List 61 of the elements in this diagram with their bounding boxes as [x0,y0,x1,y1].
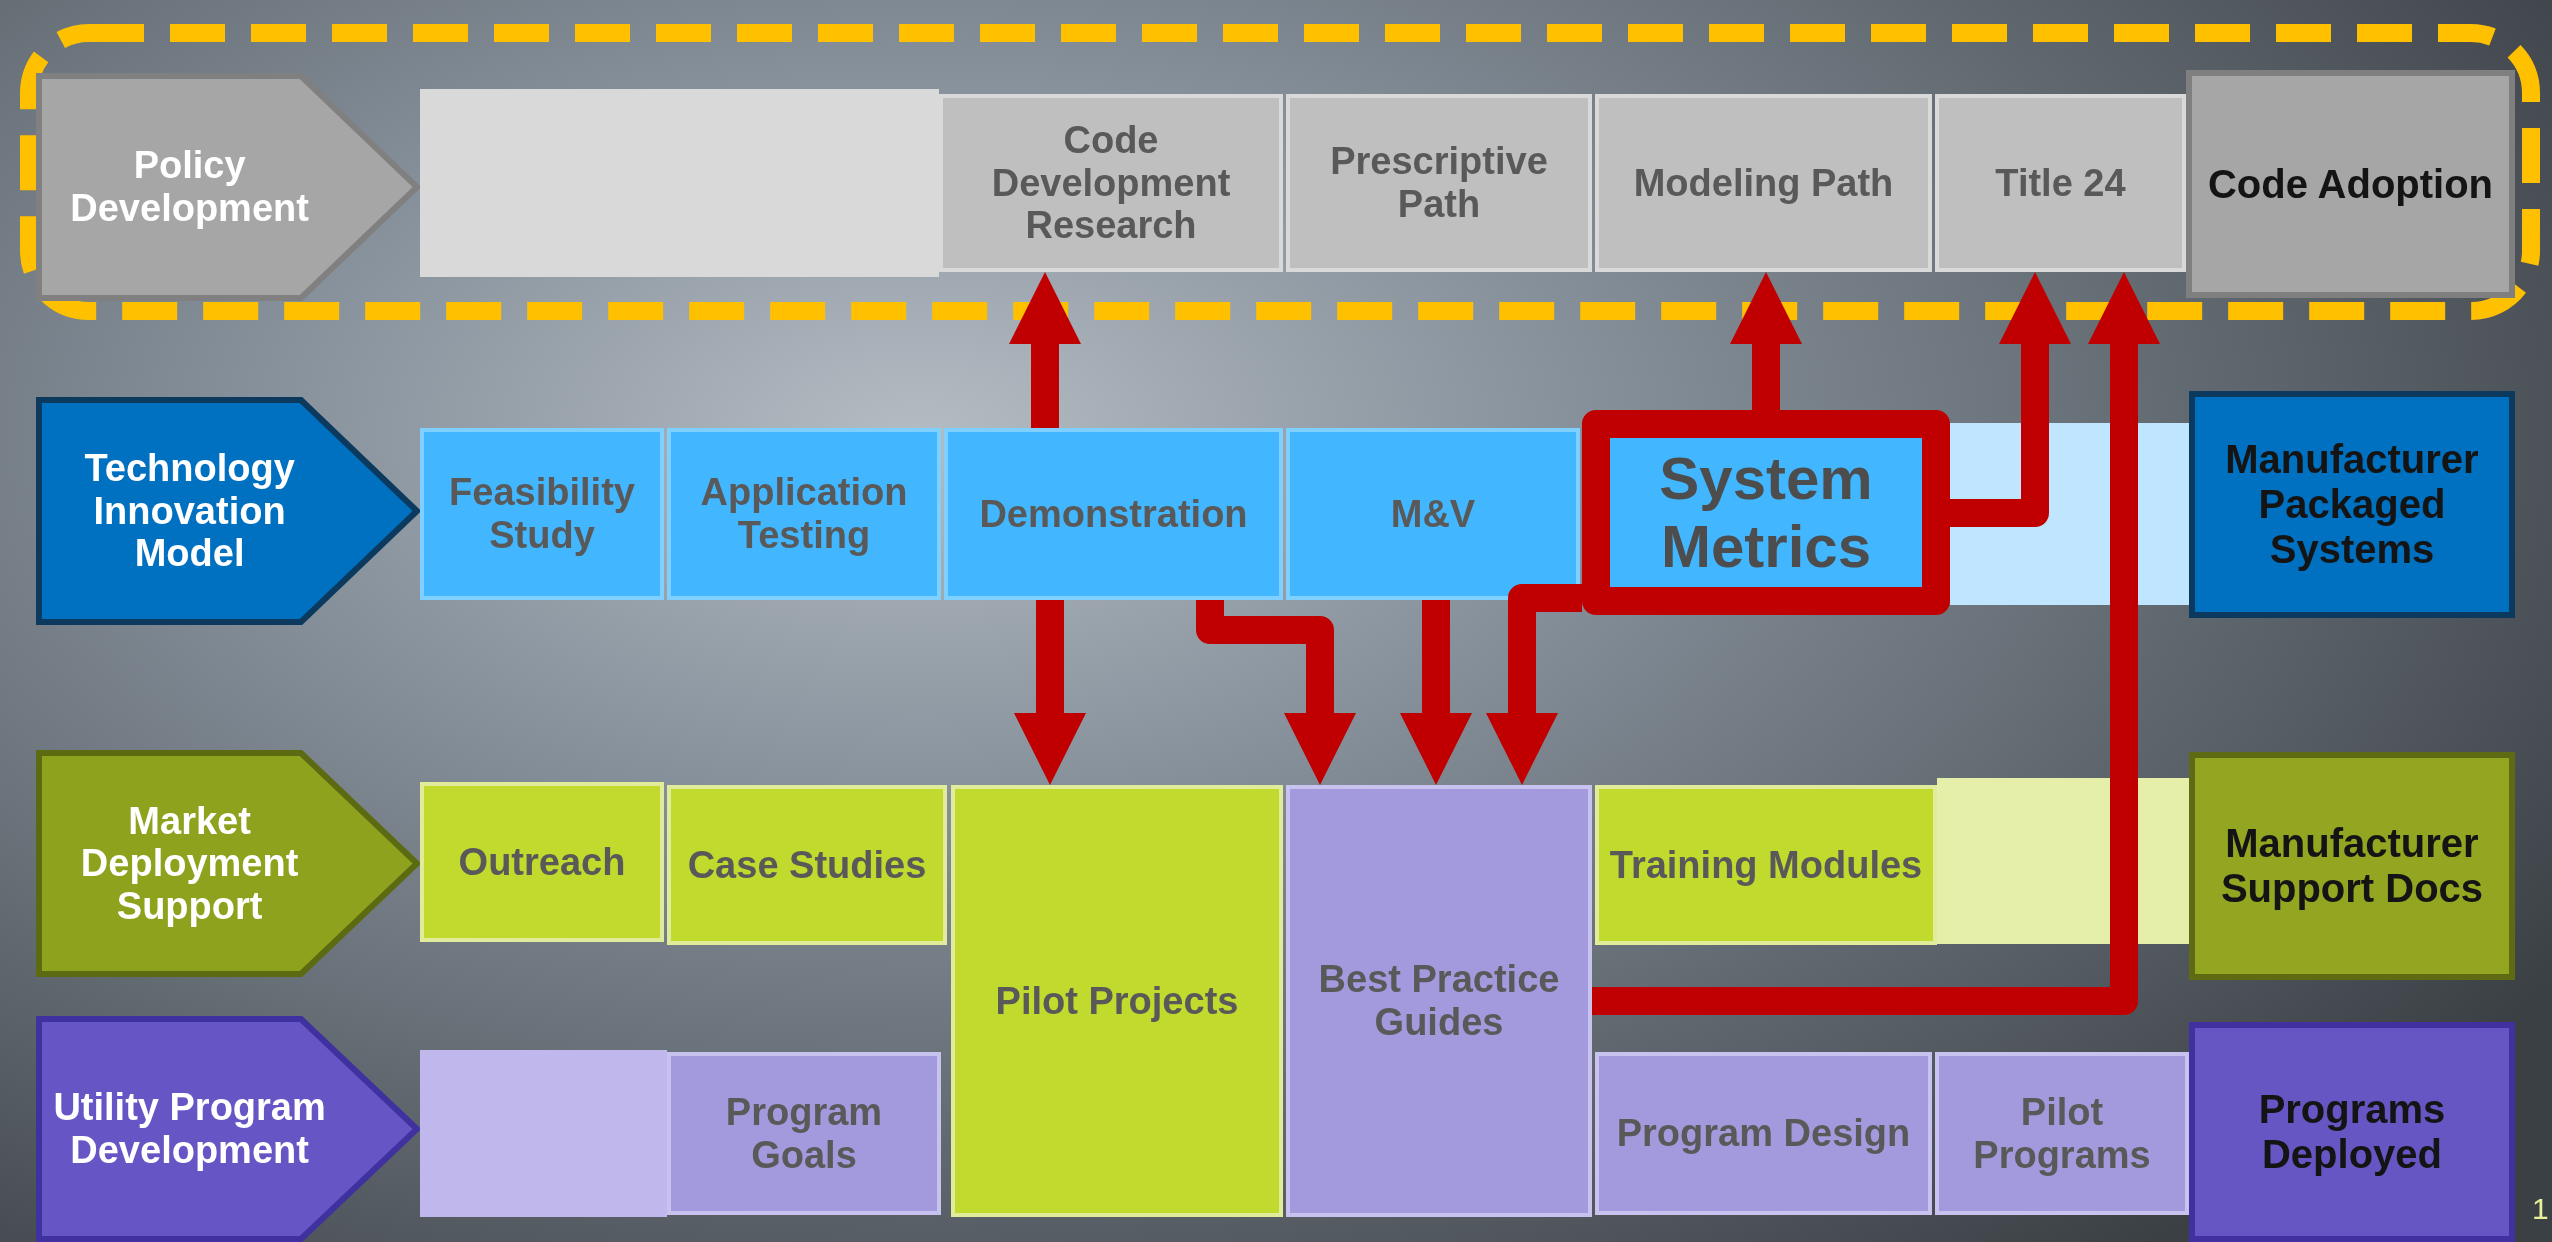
stage-label: Policy Development [69,144,310,230]
page-number: 1 [2532,1192,2549,1226]
stage-cell [1286,428,1580,600]
stage-cell [1286,785,1592,1217]
stage-label: Manufacturer Support Docs [2219,821,2485,911]
stage-cell [939,94,1283,272]
chevron-shape [36,1016,420,1242]
stage-cell [420,428,664,600]
arrow [1730,272,1802,410]
stage-cell [667,785,947,945]
stage-cell [667,428,941,600]
outcome-box [2189,752,2515,980]
stage-label: Demonstration [978,492,1249,536]
stage-label: Pilot Programs [1972,1090,2152,1177]
stage-cell [1286,94,1592,272]
stage-cell [667,1052,941,1215]
stage-cell [951,785,1283,1217]
stage-label: Best Practice Guides [1317,958,1561,1044]
arrow [1486,584,1582,785]
chevron-shape [36,73,420,301]
stage-cell [420,782,664,942]
outcome-box [2186,70,2515,298]
arrow [1196,600,1356,785]
stage-label: Feasibility Study [448,471,636,557]
arrow [1592,272,2160,1015]
stage-label: M&V [1389,492,1477,536]
chevron-shape [36,750,420,977]
empty-stage-cell [420,89,939,277]
stage-cell [1935,1052,2189,1215]
stage-label: Technology Innovation Model [83,447,296,575]
stage-label: Training Modules [1608,843,1924,887]
stage-label: Application Testing [699,471,909,557]
outcome-box [2189,391,2515,618]
arrow [1400,600,1472,785]
arrow [1009,272,1081,428]
chevron-shape [36,397,420,625]
arrow [1014,600,1086,785]
stage-label: Program Design [1615,1112,1912,1155]
stage-label: Manufacturer Packaged Systems [2224,437,2480,572]
stage-label: Case Studies [686,843,928,887]
stage-cell [1595,1052,1932,1215]
stage-label: Program Goals [724,1090,884,1177]
stage-label: Programs Deployed [2257,1087,2447,1177]
outcome-box [2189,1022,2515,1242]
dashed-group-outline [20,24,2540,320]
stage-label: System Metrics [1658,445,1874,580]
highlighted-cell [1582,410,1950,615]
stage-label: Prescriptive Path [1329,140,1549,226]
stage-cell [1595,94,1932,272]
stage-label: Outreach [457,840,627,884]
stage-label: Title 24 [1994,161,2127,205]
stage-cell [1595,785,1937,945]
stage-cell [944,428,1283,600]
stage-cell [1935,94,2186,272]
stage-label: Modeling Path [1632,161,1895,205]
stage-label: Code Adoption [2206,161,2495,207]
arrow [1950,272,2071,527]
stage-label: Utility Program Development [52,1086,327,1172]
stage-label: Code Development Research [990,119,1232,247]
stage-label: Pilot Projects [994,979,1240,1023]
stage-label: Market Deployment Support [79,799,300,928]
